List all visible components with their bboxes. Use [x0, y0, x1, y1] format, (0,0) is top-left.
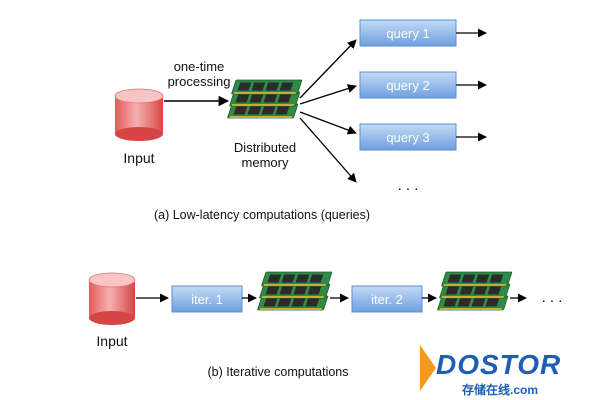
caption-a: (a) Low-latency computations (queries) [154, 208, 370, 222]
iter-box-2: iter. 2 [351, 285, 423, 313]
memory-stack-b1 [257, 272, 332, 310]
diagram-a: Input one-time processing Distributed me… [114, 19, 487, 222]
edge-label-line2: processing [168, 74, 231, 89]
memory-label-line2: memory [242, 155, 289, 170]
input-disk-b [88, 272, 136, 325]
memory-label-line1: Distributed [234, 140, 296, 155]
input-label-b: Input [96, 333, 127, 349]
fanout-arrow-1 [299, 39, 357, 99]
logo-text: DOSTOR [436, 349, 561, 380]
query-box-3: query 3 [359, 123, 457, 151]
query-label-2: query 2 [386, 78, 429, 93]
dostor-logo: DOSTOR 存储在线.com [420, 345, 561, 397]
input-label-a: Input [123, 150, 154, 166]
diagram-b: Input iter. 1 iter. 2 . . . (b) Iterativ… [88, 272, 563, 379]
fanout-arrow-3 [299, 111, 357, 135]
query-box-2: query 2 [359, 71, 457, 99]
iter-label-2: iter. 2 [371, 292, 403, 307]
distributed-memory-stack [227, 80, 302, 118]
logo-subtext: 存储在线.com [461, 382, 538, 397]
iter-label-1: iter. 1 [191, 292, 223, 307]
iter-box-1: iter. 1 [171, 285, 243, 313]
logo-arrow-icon [420, 345, 436, 391]
fanout-arrow-2 [299, 84, 357, 105]
query-box-1: query 1 [359, 19, 457, 47]
caption-b: (b) Iterative computations [207, 365, 348, 379]
input-disk-a [114, 88, 164, 141]
iter-ellipsis: . . . [542, 289, 563, 306]
memory-stack-b2 [437, 272, 512, 310]
queries-ellipsis: . . . [398, 177, 419, 194]
edge-label-line1: one-time [174, 59, 225, 74]
query-label-3: query 3 [386, 130, 429, 145]
fanout-arrow-4 [299, 117, 357, 183]
query-label-1: query 1 [386, 26, 429, 41]
